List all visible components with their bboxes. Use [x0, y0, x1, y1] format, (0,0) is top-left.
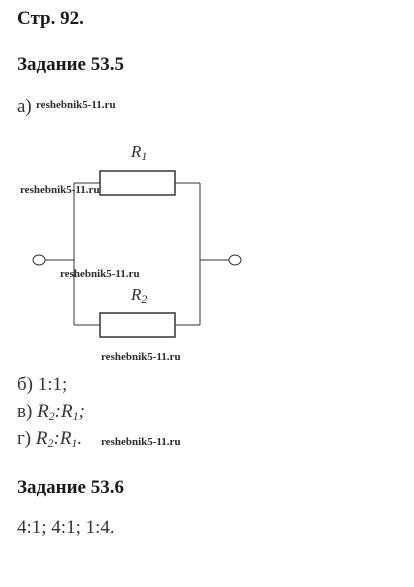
task-53-6-title: Задание 53.6	[17, 477, 124, 498]
resistor-r1	[99, 170, 176, 196]
task-53-5-title: Задание 53.5	[17, 54, 124, 75]
right-terminal	[228, 254, 242, 266]
task-53-6-answer: 4:1; 4:1; 1:4.	[17, 517, 115, 538]
part-g-answer: г) R2:R1.	[17, 428, 83, 450]
watermark: reshebnik5-11.ru	[36, 99, 116, 111]
resistor-r2-label: R2	[131, 285, 148, 306]
part-v-answer: в) R2:R1;	[17, 401, 85, 423]
left-terminal	[32, 254, 46, 266]
part-a-label: а)	[17, 96, 32, 117]
resistor-r1-label: R1	[131, 142, 148, 163]
watermark: reshebnik5-11.ru	[101, 351, 181, 363]
resistor-r2	[99, 312, 176, 338]
watermark: reshebnik5-11.ru	[101, 436, 181, 448]
page-label: Стр. 92.	[17, 8, 84, 29]
part-b-answer: б) 1:1;	[17, 374, 68, 395]
watermark: reshebnik5-11.ru	[20, 184, 100, 196]
watermark: reshebnik5-11.ru	[60, 268, 140, 280]
